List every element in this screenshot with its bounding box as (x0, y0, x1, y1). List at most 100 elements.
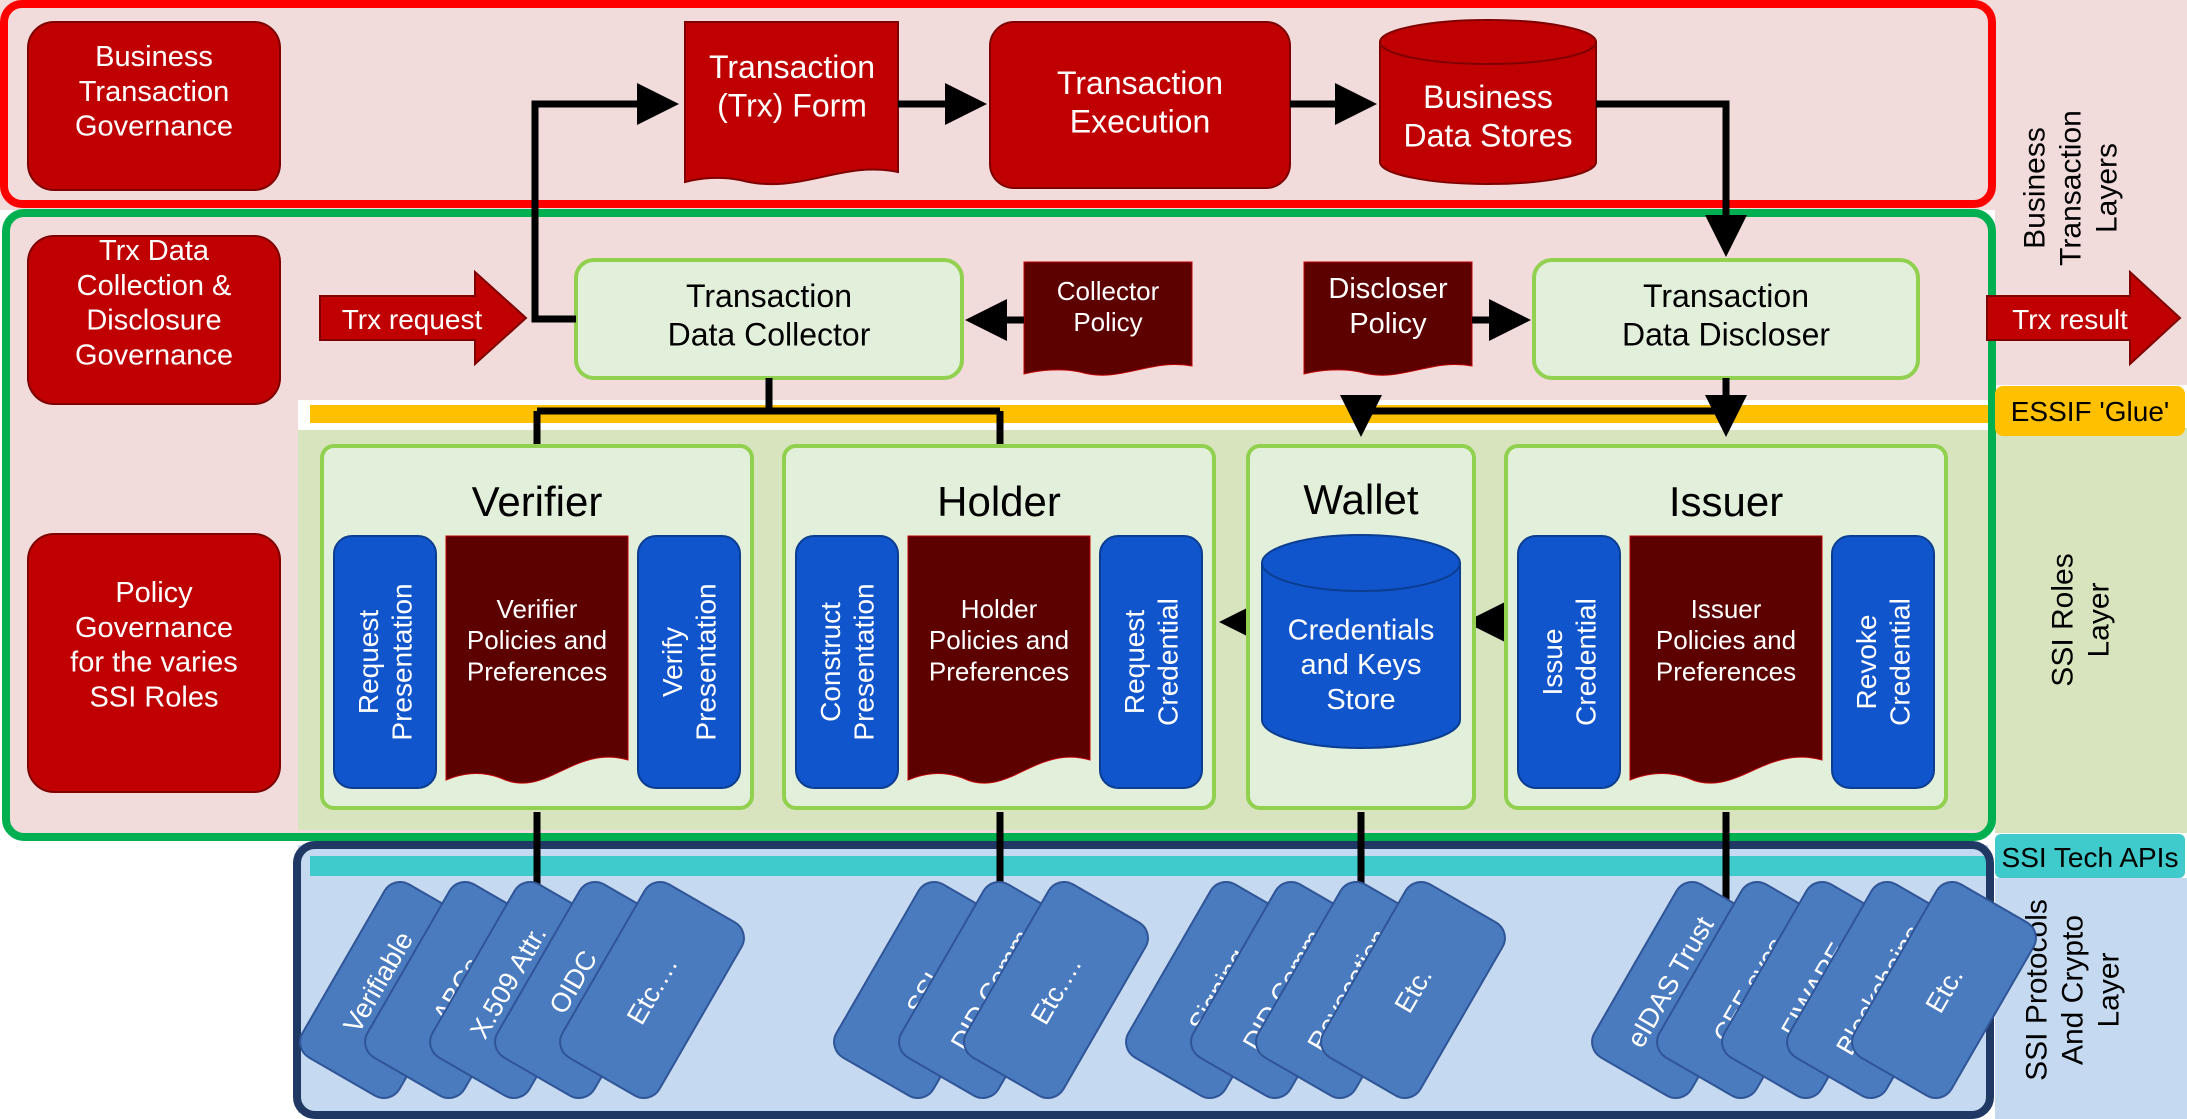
text-line: Transaction (79, 76, 229, 108)
connectors (531, 83, 1747, 643)
text-line: Construct (815, 602, 846, 722)
text-line: Credential (1153, 598, 1184, 726)
text-line: Policies and (1656, 625, 1796, 655)
verifier-left-action (333, 535, 437, 789)
protocol-group-2: SSLDID CommEtc.… (833, 880, 1149, 1100)
holder-left-action (795, 535, 899, 789)
text-line: Preferences (467, 656, 607, 686)
text-line: Policy (115, 577, 193, 609)
text-line: Governance (75, 612, 233, 644)
issuer-right-action-label: RevokeCredential (1851, 598, 1916, 726)
protocol-tag: Etc. (1851, 880, 2037, 1100)
text-line: Request (1119, 610, 1150, 715)
credentials-store-cylinder (1261, 562, 1461, 749)
verifier-right-action-label: VerifyPresentation (657, 583, 722, 740)
text-line: Credential (1885, 598, 1916, 726)
text-line: Governance (75, 339, 233, 371)
text-line: Layers (2091, 143, 2124, 233)
holder-policy-doc (907, 535, 1091, 784)
text-line: Transaction (1057, 65, 1223, 101)
protocol-tag-shape (1320, 880, 1506, 1100)
text-line: Layer (2093, 952, 2126, 1027)
text-line: Revoke (1851, 615, 1882, 710)
protocol-tag-shape (559, 880, 745, 1100)
protocol-tag-shape (1851, 880, 2037, 1100)
business-governance-box (27, 21, 281, 191)
text-line: Request (353, 610, 384, 715)
essif-glue-label-box (1995, 386, 2185, 436)
text-line: Policies and (929, 625, 1069, 655)
trx-request-arrow (319, 269, 528, 367)
business-layer-border (0, 0, 1996, 208)
trx-governance-box (27, 235, 281, 405)
text-line: Credential (1571, 598, 1602, 726)
protocol-group-3: SigningDID CommRevocationEtc. (1125, 880, 1506, 1100)
text-line: Policy (1073, 307, 1142, 337)
collector-to-form-arrow (531, 83, 679, 323)
text-line: Disclosure (86, 305, 221, 337)
text-line: Holder (961, 594, 1038, 624)
text-line: Transaction (1643, 278, 1809, 314)
text-line: Collection & (77, 270, 232, 302)
holder-left-action-label: ConstructPresentation (815, 583, 880, 740)
text-line: Business (1423, 79, 1553, 115)
business-stores-top (1379, 19, 1597, 65)
trx-result-arrow (1986, 269, 2182, 367)
text-line: Governance (75, 111, 233, 143)
discloser-policy-shape (1303, 261, 1473, 376)
holder-right-action-label: RequestCredential (1119, 598, 1184, 726)
essif-glue-label: ESSIF 'Glue' (2011, 396, 2170, 427)
text-line: Verifier (497, 594, 578, 624)
wallet-title: Wallet (1303, 476, 1418, 523)
policy-governance-box (27, 533, 281, 793)
protocol-group-1: VerifiableCredentialsABCsX.509 Attr.Cert… (299, 880, 745, 1100)
trx-request-label: Trx request (342, 304, 483, 335)
text-line: Transaction (709, 49, 875, 85)
ssi-tech-apis-label: SSI Tech APIs (2002, 842, 2179, 873)
text-line: Collector (1057, 276, 1160, 306)
ssi-tech-apis-strip (310, 856, 1990, 876)
collector-policy-shape (1023, 261, 1193, 376)
text-line: Presentation (691, 583, 722, 740)
text-line: Preferences (1656, 656, 1796, 686)
issuer-left-action (1517, 535, 1621, 789)
text-line: Policy (1349, 308, 1427, 340)
text-line: Verify (657, 627, 688, 697)
trx-form-label: Transaction(Trx) Form (709, 49, 875, 123)
protocol-tag: Etc.… (559, 880, 745, 1100)
verifier-policy-doc (445, 535, 629, 784)
collector-to-roles-line (533, 378, 1004, 446)
verifier-title: Verifier (472, 478, 603, 525)
role-holder: Holder ConstructPresentation RequestCreden… (782, 444, 1216, 810)
discloser-to-wallet-arrow (1340, 378, 1730, 437)
issuer-left-action-label: IssueCredential (1537, 598, 1602, 726)
text-line: Credentials (1288, 614, 1435, 646)
ssi-tech-apis-label-box (1995, 834, 2185, 878)
issuer-policy-doc (1629, 535, 1823, 784)
stores-to-discloser-arrow (1596, 100, 1747, 257)
text-line: Transaction (686, 278, 852, 314)
text-line: Layer (2083, 582, 2116, 657)
text-line: Data Collector (668, 316, 871, 352)
text-line: and Keys (1301, 649, 1422, 681)
text-line: SSI Roles (2047, 553, 2080, 686)
text-line: Discloser (1328, 273, 1448, 305)
credentials-store-top (1261, 534, 1461, 592)
text-line: Data Discloser (1622, 316, 1830, 352)
